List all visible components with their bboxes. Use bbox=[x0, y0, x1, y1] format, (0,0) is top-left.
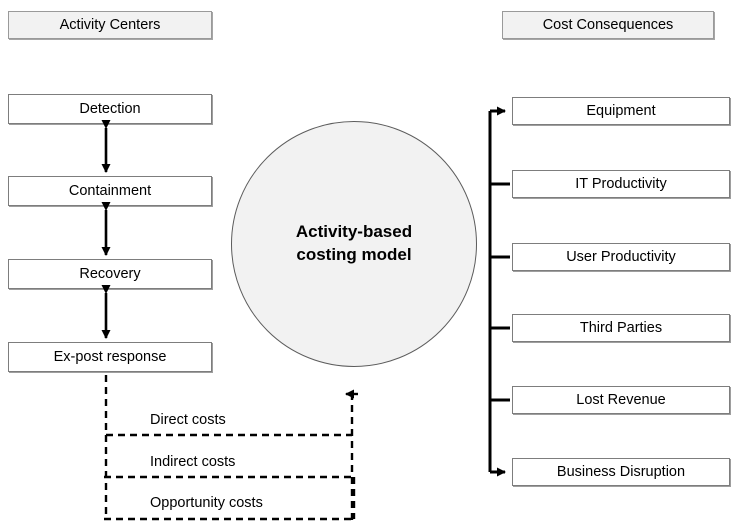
activity-center-recovery-label: Recovery bbox=[79, 266, 141, 282]
cost-consequence-comb-connector bbox=[488, 106, 510, 477]
cost-band-opportunity-costs-label: Opportunity costs bbox=[150, 495, 263, 511]
cost-consequence-third-parties-label: Third Parties bbox=[579, 320, 663, 336]
cost-band-direct-costs-label: Direct costs bbox=[150, 412, 226, 428]
header-activity-centers-label: Activity Centers bbox=[59, 17, 161, 33]
cost-consequence-lost-revenue-label: Lost Revenue bbox=[576, 392, 666, 408]
cost-consequence-business-disruption[interactable]: Business Disruption bbox=[512, 458, 730, 486]
central-model-line-2: costing model bbox=[296, 245, 412, 264]
cost-consequence-equipment[interactable]: Equipment bbox=[512, 97, 730, 125]
cost-consequence-business-disruption-label: Business Disruption bbox=[556, 464, 686, 480]
activity-center-detection-label: Detection bbox=[79, 101, 141, 117]
activity-center-ex-post-response[interactable]: Ex-post response bbox=[8, 342, 212, 372]
cost-consequence-third-parties[interactable]: Third Parties bbox=[512, 314, 730, 342]
activity-center-containment-label: Containment bbox=[68, 183, 152, 199]
activity-center-ex-post-response-label: Ex-post response bbox=[53, 349, 167, 365]
cost-consequence-it-productivity-label: IT Productivity bbox=[575, 176, 667, 192]
activity-center-recovery[interactable]: Recovery bbox=[8, 259, 212, 289]
central-model-circle[interactable]: Activity-based costing model bbox=[231, 121, 477, 367]
header-activity-centers: Activity Centers bbox=[8, 11, 212, 39]
cost-consequence-it-productivity[interactable]: IT Productivity bbox=[512, 170, 730, 198]
cost-consequence-equipment-label: Equipment bbox=[586, 103, 656, 119]
activity-center-containment[interactable]: Containment bbox=[8, 176, 212, 206]
header-cost-consequences: Cost Consequences bbox=[502, 11, 714, 39]
cost-band-indirect-costs-label: Indirect costs bbox=[150, 454, 236, 470]
cost-consequence-user-productivity[interactable]: User Productivity bbox=[512, 243, 730, 271]
cost-consequence-user-productivity-label: User Productivity bbox=[566, 249, 676, 265]
central-model-line-1: Activity-based bbox=[295, 222, 413, 242]
cost-consequence-lost-revenue[interactable]: Lost Revenue bbox=[512, 386, 730, 414]
activity-center-detection[interactable]: Detection bbox=[8, 94, 212, 124]
header-cost-consequences-label: Cost Consequences bbox=[542, 17, 674, 33]
